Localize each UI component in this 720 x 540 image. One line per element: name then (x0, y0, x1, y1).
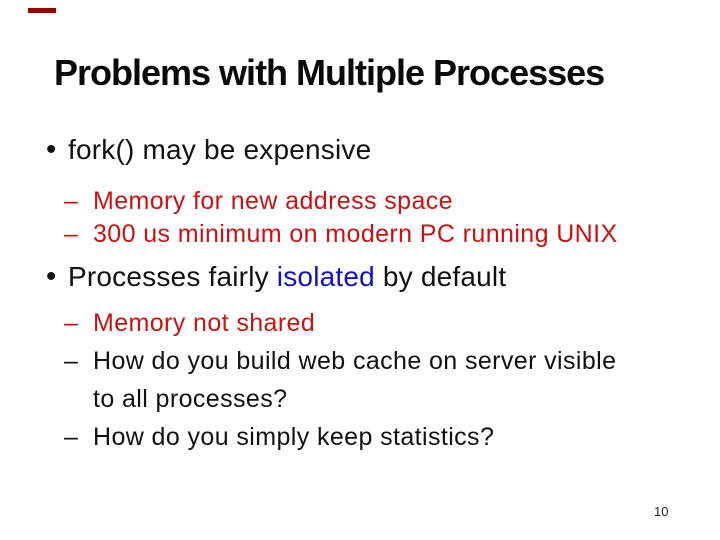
slide-title: Problems with Multiple Processes (54, 52, 605, 93)
sub-bullet-text: 300 us minimum on modern PC running UNIX (93, 220, 618, 248)
bullet-processes-isolated: • Processes fairly isolated by default (46, 260, 506, 294)
sub-bullet-text: Memory not shared (93, 309, 316, 337)
bullet-text-after: by default (374, 261, 507, 292)
sub-bullet-memory-not-shared: –Memory not shared (64, 309, 315, 338)
bullet-text-highlight: isolated (276, 261, 375, 292)
dash-icon: – (64, 423, 79, 451)
accent-bar (28, 8, 56, 13)
sub-bullet-keep-statistics: –How do you simply keep statistics? (64, 423, 494, 452)
bullet-fork-expensive: • fork() may be expensive (46, 133, 371, 167)
sub-bullet-300us: –300 us minimum on modern PC running UNI… (64, 220, 618, 249)
bullet-text-before: Processes fairly (68, 261, 277, 292)
dash-icon: – (64, 187, 79, 215)
bullet-icon: • (46, 260, 57, 293)
bullet-icon: • (46, 133, 57, 166)
sub-bullet-text: How do you simply keep statistics? (93, 423, 495, 451)
sub-bullet-memory-address: –Memory for new address space (64, 187, 453, 216)
sub-bullet-text: Memory for new address space (93, 187, 453, 215)
dash-icon: – (64, 220, 79, 248)
sub-bullet-web-cache-line1: –How do you build web cache on server vi… (64, 347, 616, 376)
bullet-text: fork() may be expensive (68, 134, 372, 165)
sub-bullet-text: to all processes? (93, 385, 288, 413)
dash-icon: – (64, 347, 79, 375)
dash-icon: – (64, 309, 79, 337)
sub-bullet-text: How do you build web cache on server vis… (93, 347, 617, 375)
sub-bullet-web-cache-line2: to all processes? (93, 385, 287, 414)
page-number: 10 (654, 504, 669, 519)
